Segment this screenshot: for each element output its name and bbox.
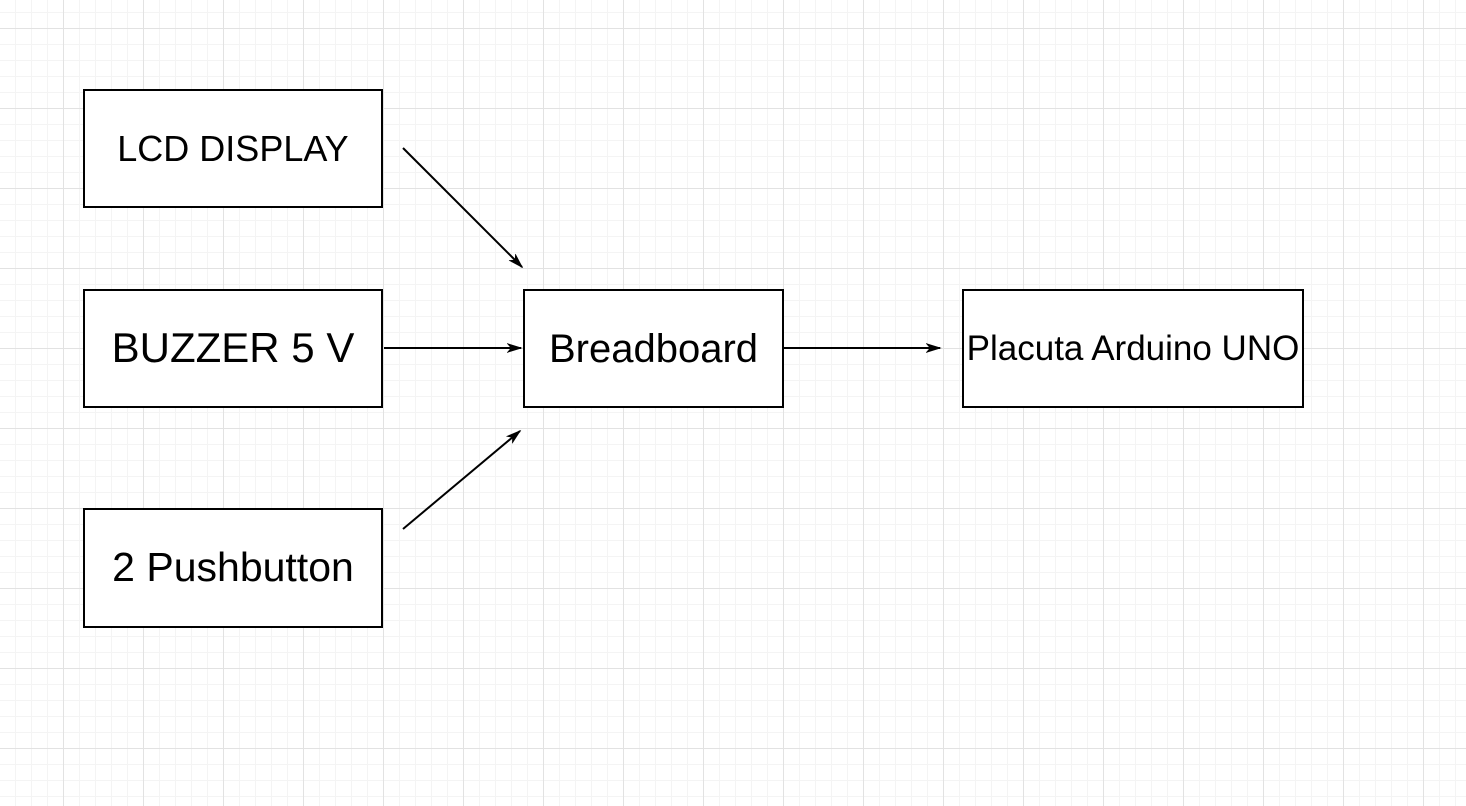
node-2-pushbutton-label: 2 Pushbutton	[112, 544, 354, 591]
node-placuta-arduino-uno-label: Placuta Arduino UNO	[966, 328, 1300, 368]
edge-pushbutton-to-breadboard[interactable]	[402, 431, 520, 530]
edge-lcd-to-breadboard[interactable]	[402, 147, 522, 267]
node-buzzer-5v-label: BUZZER 5 V	[111, 324, 355, 372]
node-buzzer-5v[interactable]: BUZZER 5 V	[83, 289, 383, 408]
node-placuta-arduino-uno[interactable]: Placuta Arduino UNO	[962, 289, 1304, 408]
node-breadboard-label: Breadboard	[548, 326, 759, 371]
node-lcd-display-label: LCD DISPLAY	[117, 127, 349, 169]
node-breadboard[interactable]: Breadboard	[523, 289, 784, 408]
node-lcd-display[interactable]: LCD DISPLAY	[83, 89, 383, 208]
node-2-pushbutton[interactable]: 2 Pushbutton	[83, 508, 383, 628]
